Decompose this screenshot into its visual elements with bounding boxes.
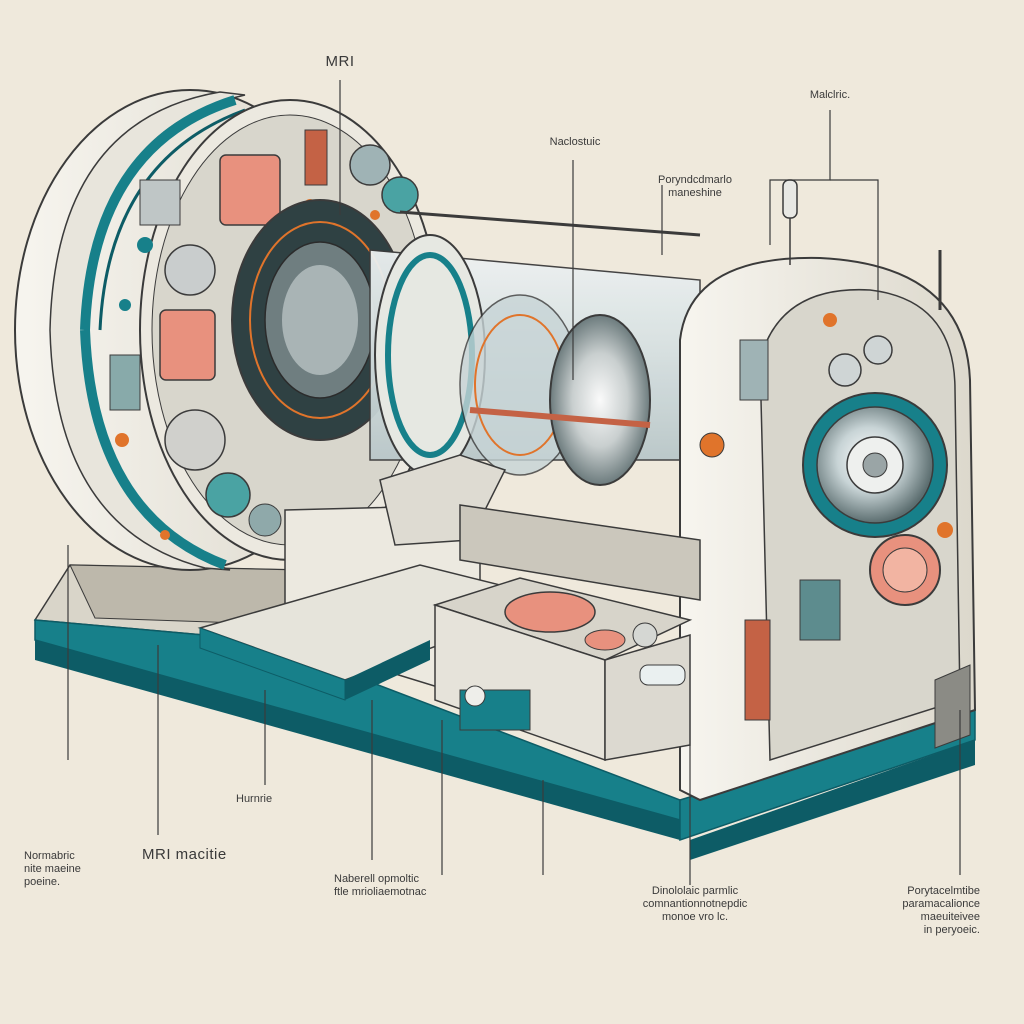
label-porytacelmtibe: Porytacelmtibe paramacalionce maeuiteive… xyxy=(902,885,980,936)
label-normabric: Normabric nite maeine poeine. xyxy=(24,850,81,888)
label-hurnrie: Hurnrie xyxy=(236,793,273,805)
patient-table xyxy=(197,454,701,702)
brain-specimen-tray xyxy=(432,577,693,762)
brain-specimen-icon xyxy=(504,591,596,633)
label-dinololaic: Dinololaic parmlic comnantionnotnepdic m… xyxy=(642,885,748,923)
label-mri-top: MRI xyxy=(325,53,355,70)
scanner-base xyxy=(33,564,976,860)
leader-lines xyxy=(67,80,961,885)
label-mri-macitie: MRI macitie xyxy=(142,846,227,863)
label-naclostuic: Naclostuic xyxy=(549,136,601,148)
scanner-bore-tube xyxy=(369,210,701,486)
label-naberell: Naberell opmoltic ftle mrioliaemotnac xyxy=(334,873,427,898)
main-magnet-ring xyxy=(14,89,441,571)
label-poryndcdmarlo: Poryndcdmarlo maneshine xyxy=(658,174,732,199)
label-malclric: Malclric. xyxy=(809,89,851,101)
gantry-control-unit xyxy=(679,179,977,802)
